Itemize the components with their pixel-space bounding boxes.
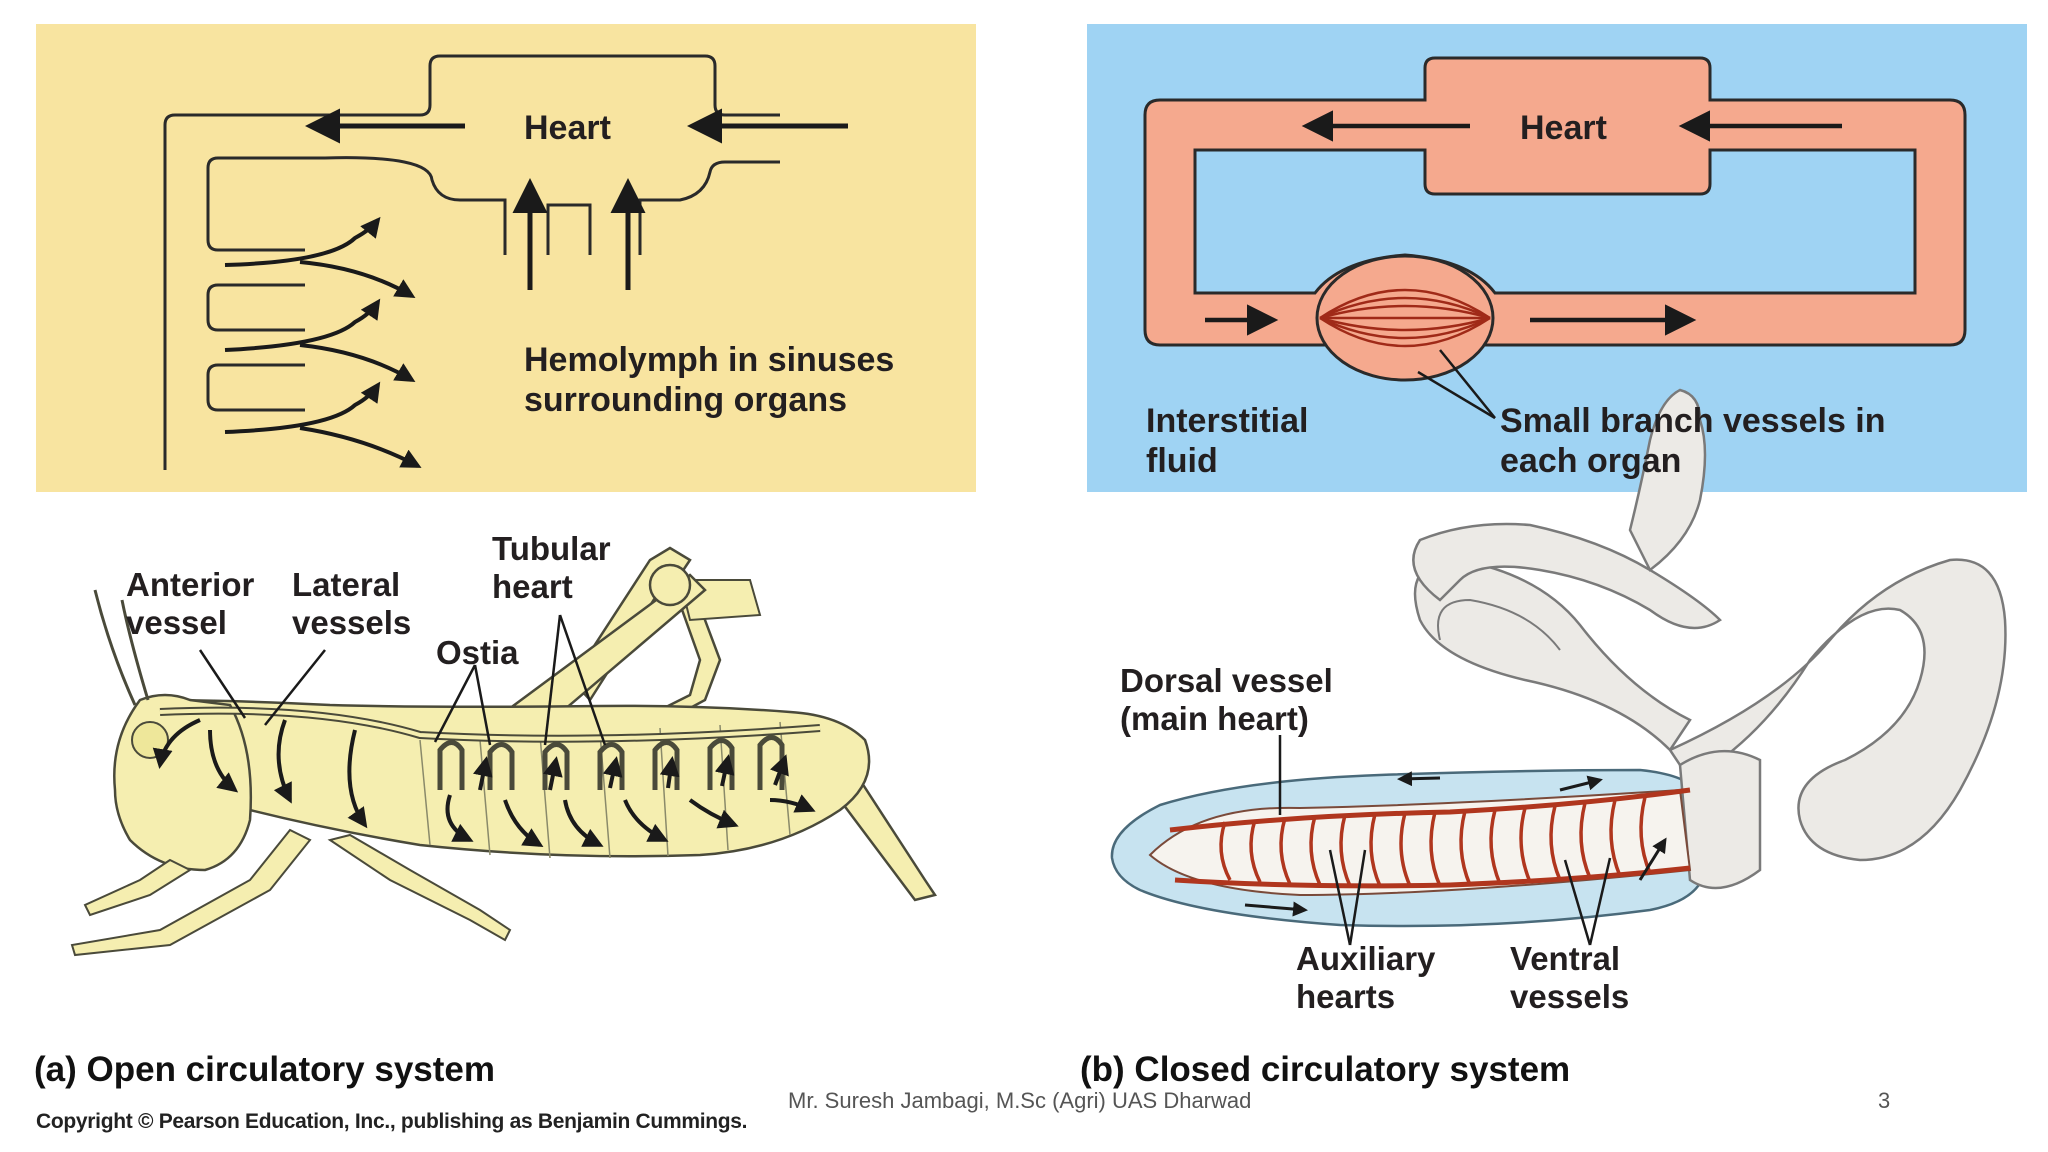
earthworm-illustration — [1110, 388, 2007, 946]
branch-leader-lines — [1417, 349, 1496, 420]
open-system-background — [36, 24, 976, 492]
open-heart-label: Heart — [524, 109, 611, 147]
grasshopper-head — [113, 693, 253, 872]
anterior-vessel-label: Anterior vessel — [126, 566, 255, 641]
open-vessel-outline — [163, 54, 780, 470]
closed-heart-label: Heart — [1520, 109, 1607, 147]
closed-flow-arrows — [1205, 110, 1842, 336]
open-system-panel — [36, 24, 976, 492]
copyright-notice: Copyright © Pearson Education, Inc., pub… — [36, 1110, 748, 1133]
earthworm-leader-lines — [1278, 735, 1612, 946]
open-system-caption: (a) Open circulatory system — [34, 1050, 495, 1089]
closed-system-caption: (b) Closed circulatory system — [1080, 1050, 1571, 1089]
ventral-vessels-label: Ventral vessels — [1510, 940, 1630, 1015]
worm-segment-vessels — [1219, 796, 1652, 887]
tubular-heart-label: Tubular heart — [492, 530, 611, 605]
worm-ventral-vessel — [1174, 865, 1691, 889]
heart-chambers — [437, 735, 785, 790]
lateral-vessels-label: Lateral vessels — [292, 566, 412, 641]
branch-vessels — [1319, 288, 1491, 348]
worm-dorsal-vessel — [1169, 787, 1691, 833]
auxiliary-hearts-label: Auxiliary hearts — [1296, 940, 1436, 1015]
hemolymph-label: Hemolymph in sinuses surrounding organs — [524, 341, 895, 419]
slide-page-number: 3 — [1878, 1088, 1891, 1113]
slide-footer-author: Mr. Suresh Jambagi, M.Sc (Agri) UAS Dhar… — [788, 1088, 1252, 1113]
closed-system-panel — [1087, 24, 2027, 492]
interstitial-fluid-label: Interstitial fluid — [1146, 402, 1309, 480]
open-flow-arrows — [305, 108, 848, 290]
small-branch-vessels-label: Small branch vessels in each organ — [1500, 402, 1886, 480]
sinus-arrows — [224, 216, 422, 468]
dorsal-vessel-label: Dorsal vessel (main heart) — [1120, 662, 1333, 737]
ostia-label: Ostia — [436, 634, 519, 671]
grasshopper-leader-lines — [198, 614, 607, 746]
worm-flow-arrows — [1244, 771, 1667, 917]
grasshopper-illustration — [70, 546, 938, 957]
hemolymph-arrows — [152, 718, 816, 848]
